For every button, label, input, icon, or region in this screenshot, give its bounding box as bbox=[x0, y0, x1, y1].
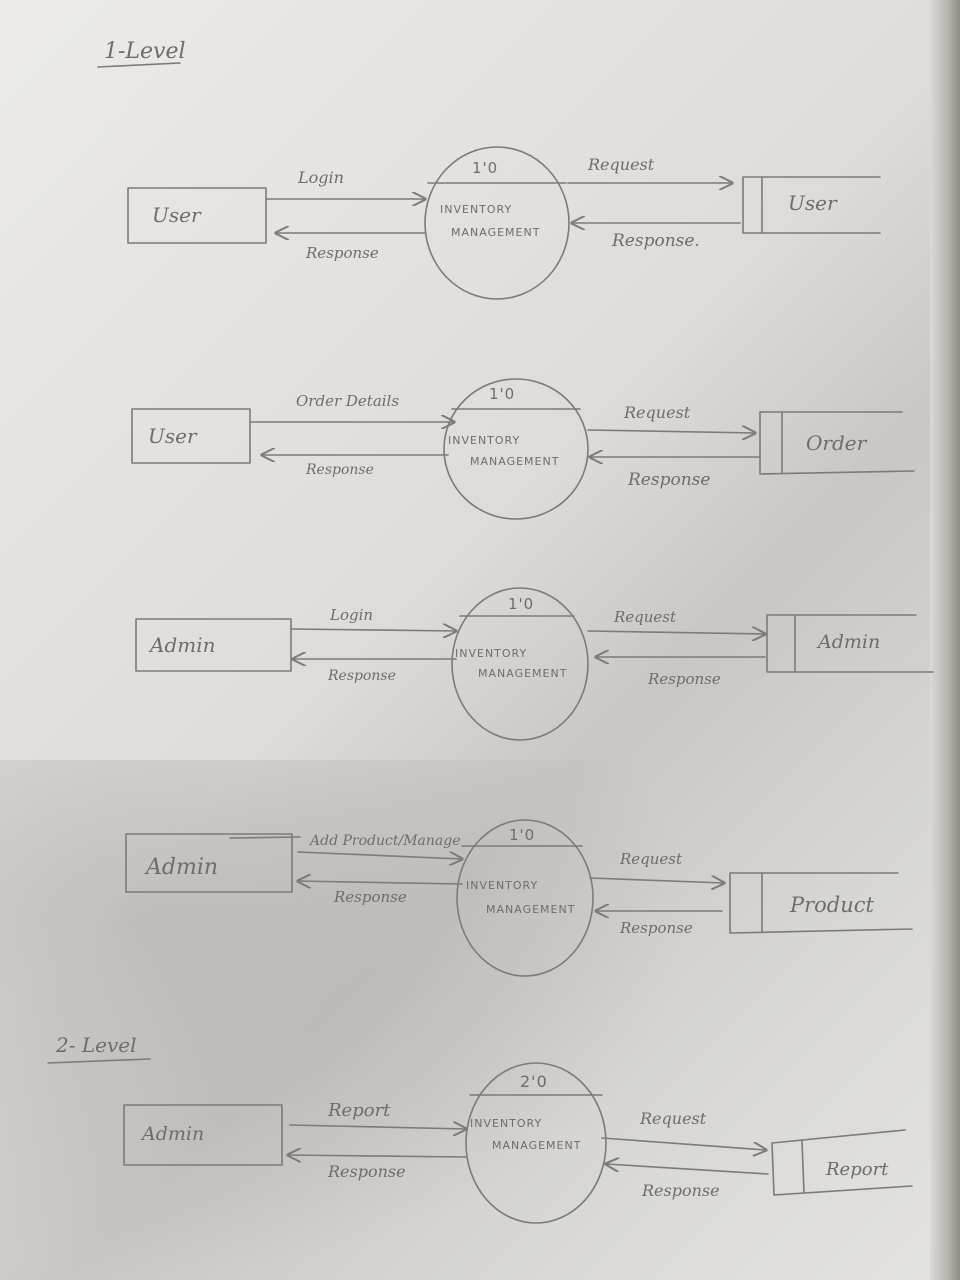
process-circle bbox=[456, 819, 594, 977]
heading-level-2: 2- Level bbox=[55, 1033, 137, 1057]
response-label: Response bbox=[641, 1181, 720, 1200]
request-arrow bbox=[601, 1137, 766, 1150]
flow-arrow-in bbox=[297, 851, 462, 859]
process-label-line1: INVENTORY bbox=[440, 203, 512, 216]
process-id: 1'0 bbox=[509, 826, 535, 844]
external-entity-label: Admin bbox=[140, 1123, 204, 1145]
request-label: Request bbox=[619, 850, 683, 868]
process-circle bbox=[465, 1062, 607, 1224]
external-entity-label: User bbox=[148, 424, 198, 448]
response-arrow bbox=[606, 1164, 769, 1175]
process-label-line2: MANAGEMENT bbox=[492, 1139, 581, 1152]
process-id: 1'0 bbox=[472, 159, 498, 177]
response-label: Response. bbox=[611, 231, 700, 251]
diagram-4: Admin Add Product/Manage Response 1'0 IN… bbox=[125, 819, 913, 977]
external-entity-label: User bbox=[152, 203, 202, 227]
response-label: Response bbox=[627, 470, 710, 490]
paper-shadow bbox=[0, 760, 700, 1280]
process-label-line2: MANAGEMENT bbox=[470, 455, 559, 468]
process-circle bbox=[451, 587, 589, 741]
data-store-label: User bbox=[788, 191, 838, 215]
heading-level-1: 1-Level bbox=[104, 39, 186, 64]
flow-label-in: Order Details bbox=[296, 392, 399, 410]
process-label-line2: MANAGEMENT bbox=[486, 903, 575, 916]
flow-label-out: Response bbox=[327, 1162, 406, 1181]
flow-label-out: Response bbox=[327, 668, 396, 684]
request-label: Request bbox=[623, 403, 691, 422]
diagram-2: User Order Details Response 1'0 INVENTOR… bbox=[131, 378, 915, 520]
flow-arrow-out bbox=[288, 1155, 467, 1157]
data-store bbox=[759, 411, 915, 475]
data-store-label: Order bbox=[806, 431, 868, 455]
heading-level-1-underline bbox=[97, 62, 181, 68]
paper-edge bbox=[930, 0, 960, 1280]
flow-label-in: Login bbox=[329, 606, 373, 624]
process-label-line2: MANAGEMENT bbox=[478, 667, 567, 680]
diagram-5: Admin Report Response 2'0 INVENTORY MANA… bbox=[123, 1062, 913, 1224]
request-label: Request bbox=[639, 1109, 707, 1128]
heading-level-2-underline bbox=[47, 1058, 151, 1064]
flow-label-in: Add Product/Manage bbox=[308, 833, 460, 849]
request-arrow bbox=[587, 631, 765, 634]
process-id: 2'0 bbox=[520, 1072, 548, 1091]
external-entity-admin bbox=[125, 833, 293, 893]
external-entity-admin bbox=[123, 1104, 283, 1166]
external-entity-user bbox=[131, 408, 251, 464]
flow-arrow-in bbox=[289, 1125, 466, 1129]
diagram-3: Admin Login Response 1'0 INVENTORY MANAG… bbox=[135, 587, 934, 741]
process-label-line1: INVENTORY bbox=[470, 1117, 542, 1130]
flow-label-out: Response bbox=[305, 244, 379, 262]
data-store-label: Report bbox=[825, 1159, 889, 1180]
flow-label-out: Response bbox=[305, 462, 374, 478]
external-entity-label: Admin bbox=[148, 633, 216, 657]
flow-label-in: Report bbox=[327, 1100, 391, 1121]
diagram-1: User Login Response 1'0 INVENTORY MANAGE… bbox=[127, 146, 881, 300]
external-entity-user bbox=[127, 187, 267, 244]
response-label: Response bbox=[647, 670, 721, 688]
data-store-label: Product bbox=[789, 893, 875, 917]
process-label-line1: INVENTORY bbox=[466, 879, 538, 892]
data-store bbox=[766, 614, 934, 673]
data-store bbox=[771, 1129, 913, 1196]
stray-stroke bbox=[229, 836, 301, 839]
process-id: 1'0 bbox=[508, 595, 534, 613]
response-label: Response bbox=[619, 919, 693, 937]
process-label-line1: INVENTORY bbox=[455, 647, 527, 660]
data-store-label: Admin bbox=[816, 631, 880, 653]
process-circle bbox=[443, 378, 589, 520]
process-id: 1'0 bbox=[489, 385, 515, 403]
external-entity-admin bbox=[135, 618, 292, 672]
request-label: Request bbox=[587, 155, 655, 174]
request-label: Request bbox=[613, 608, 677, 626]
process-label-line2: MANAGEMENT bbox=[451, 226, 540, 239]
process-label-line1: INVENTORY bbox=[448, 434, 520, 447]
flow-arrow-in bbox=[290, 629, 456, 631]
flow-arrow-out bbox=[298, 881, 463, 884]
flow-label-in: Login bbox=[297, 168, 344, 187]
request-arrow bbox=[587, 430, 755, 433]
data-store bbox=[742, 176, 881, 234]
external-entity-label: Admin bbox=[144, 855, 218, 880]
data-store bbox=[729, 872, 913, 934]
process-circle bbox=[424, 146, 570, 300]
request-arrow bbox=[589, 878, 724, 883]
flow-label-out: Response bbox=[333, 888, 407, 906]
